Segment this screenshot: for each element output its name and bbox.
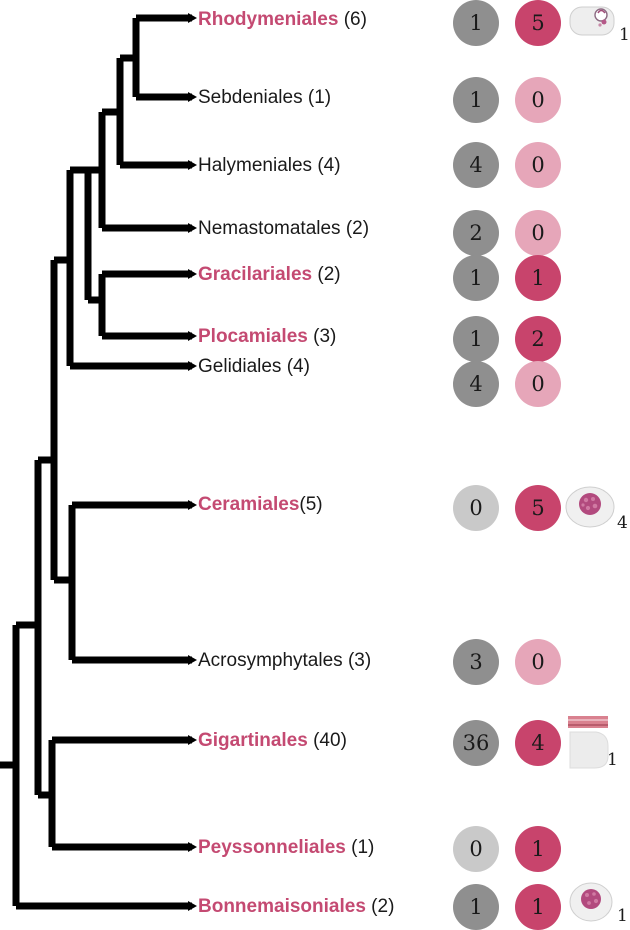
gray-count-circle: 4 [453,361,499,407]
taxon-name: Gracilariales [198,264,313,285]
taxon-count: (5) [299,494,323,515]
branch-gracilariales-clade [98,270,192,340]
taxon-label-halymeniales: Halymeniales (4) [198,155,341,177]
taxon-count: (3) [347,650,372,671]
red-count-circle: 5 [515,0,561,46]
red-count-circle: 4 [515,720,561,766]
branch-halymeniales-split [116,54,192,169]
taxon-count: (3) [313,326,337,347]
sac-icon [569,6,615,36]
taxon-label-ceramiales: Ceramiales(5) [198,494,323,516]
red-count-circle: 1 [515,255,561,301]
tip-marker [188,361,197,371]
gray-count-circle: 2 [453,210,499,256]
tip-marker [188,655,197,665]
tip-marker [188,223,197,233]
taxon-name: Bonnemaisoniales [198,896,366,917]
red-count-circle: 1 [515,884,561,930]
red-count-circle: 5 [515,485,561,531]
taxon-name: Ceramiales [198,494,300,515]
tip-marker [188,269,197,279]
taxon-count: (1) [351,837,375,858]
taxon-count: (1) [307,87,332,108]
branch-ceramiales-clade [68,501,192,664]
tip-marker [188,842,197,852]
taxon-count: (4) [286,356,310,377]
taxon-label-plocamiales: Plocamiales (3) [198,326,336,348]
red-count-circle: 2 [515,316,561,362]
gray-count-circle: 1 [453,0,499,46]
tip-marker [188,92,197,102]
thumb-count: 1 [619,25,630,45]
taxon-count: (4) [317,155,341,176]
taxon-name: Halymeniales [198,155,313,176]
branch-nemastomatales-split [98,108,192,232]
branch-rhodymeniales-clade [132,14,192,101]
taxon-label-gracilariales: Gracilariales (2) [198,264,341,286]
gray-count-circle: 1 [453,316,499,362]
taxon-label-acrosymphytales: Acrosymphytales (3) [198,650,371,672]
taxon-name: Nemastomatales [198,218,341,239]
taxon-label-sebdeniales: Sebdeniales (1) [198,87,331,109]
taxon-name: Peyssonneliales [198,837,346,858]
tip-marker [188,901,197,911]
taxon-label-peyssonneliales: Peyssonneliales (1) [198,837,374,859]
red-count-circle: 0 [515,639,561,685]
tip-marker [188,331,197,341]
taxon-count: (40) [313,730,347,751]
thumb-count: 1 [607,750,618,770]
tip-marker [188,500,197,510]
taxon-label-nemastomatales: Nemastomatales (2) [198,218,369,240]
taxon-count: (2) [371,896,395,917]
cell-cluster-icon [569,882,613,922]
taxon-count: (6) [343,9,367,30]
gray-count-circle: 1 [453,77,499,123]
branch-root-split [12,621,192,910]
red-count-circle: 0 [515,77,561,123]
taxon-label-rhodymeniales: Rhodymeniales (6) [198,9,367,31]
gray-count-circle: 36 [453,720,499,766]
taxon-label-bonnemaisoniales: Bonnemaisoniales (2) [198,896,394,918]
taxon-label-gigartinales: Gigartinales (40) [198,730,347,752]
red-count-circle: 1 [515,826,561,872]
red-count-circle: 0 [515,142,561,188]
gray-count-circle: 0 [453,485,499,531]
tip-marker [188,13,197,23]
gray-count-circle: 1 [453,255,499,301]
taxon-name: Gigartinales [198,730,308,751]
taxon-name: Sebdeniales [198,87,303,108]
red-count-circle: 0 [515,361,561,407]
taxon-count: (2) [317,264,341,285]
taxon-label-gelidiales: Gelidiales (4) [198,356,310,378]
taxon-name: Rhodymeniales [198,9,339,30]
taxon-name: Acrosymphytales [198,650,343,671]
taxon-name: Plocamiales [198,326,308,347]
branch-gigartinales-clade [48,736,192,851]
tissue-block-icon [568,716,609,769]
taxon-name: Gelidiales [198,356,282,377]
taxon-count: (2) [345,218,370,239]
thumb-count: 1 [617,906,628,926]
gray-count-circle: 0 [453,826,499,872]
tip-marker [188,735,197,745]
gray-count-circle: 1 [453,884,499,930]
gray-count-circle: 3 [453,639,499,685]
red-count-circle: 0 [515,210,561,256]
cell-cluster-icon [565,486,615,528]
thumb-count: 4 [617,513,628,533]
gray-count-circle: 4 [453,142,499,188]
tip-marker [188,160,197,170]
